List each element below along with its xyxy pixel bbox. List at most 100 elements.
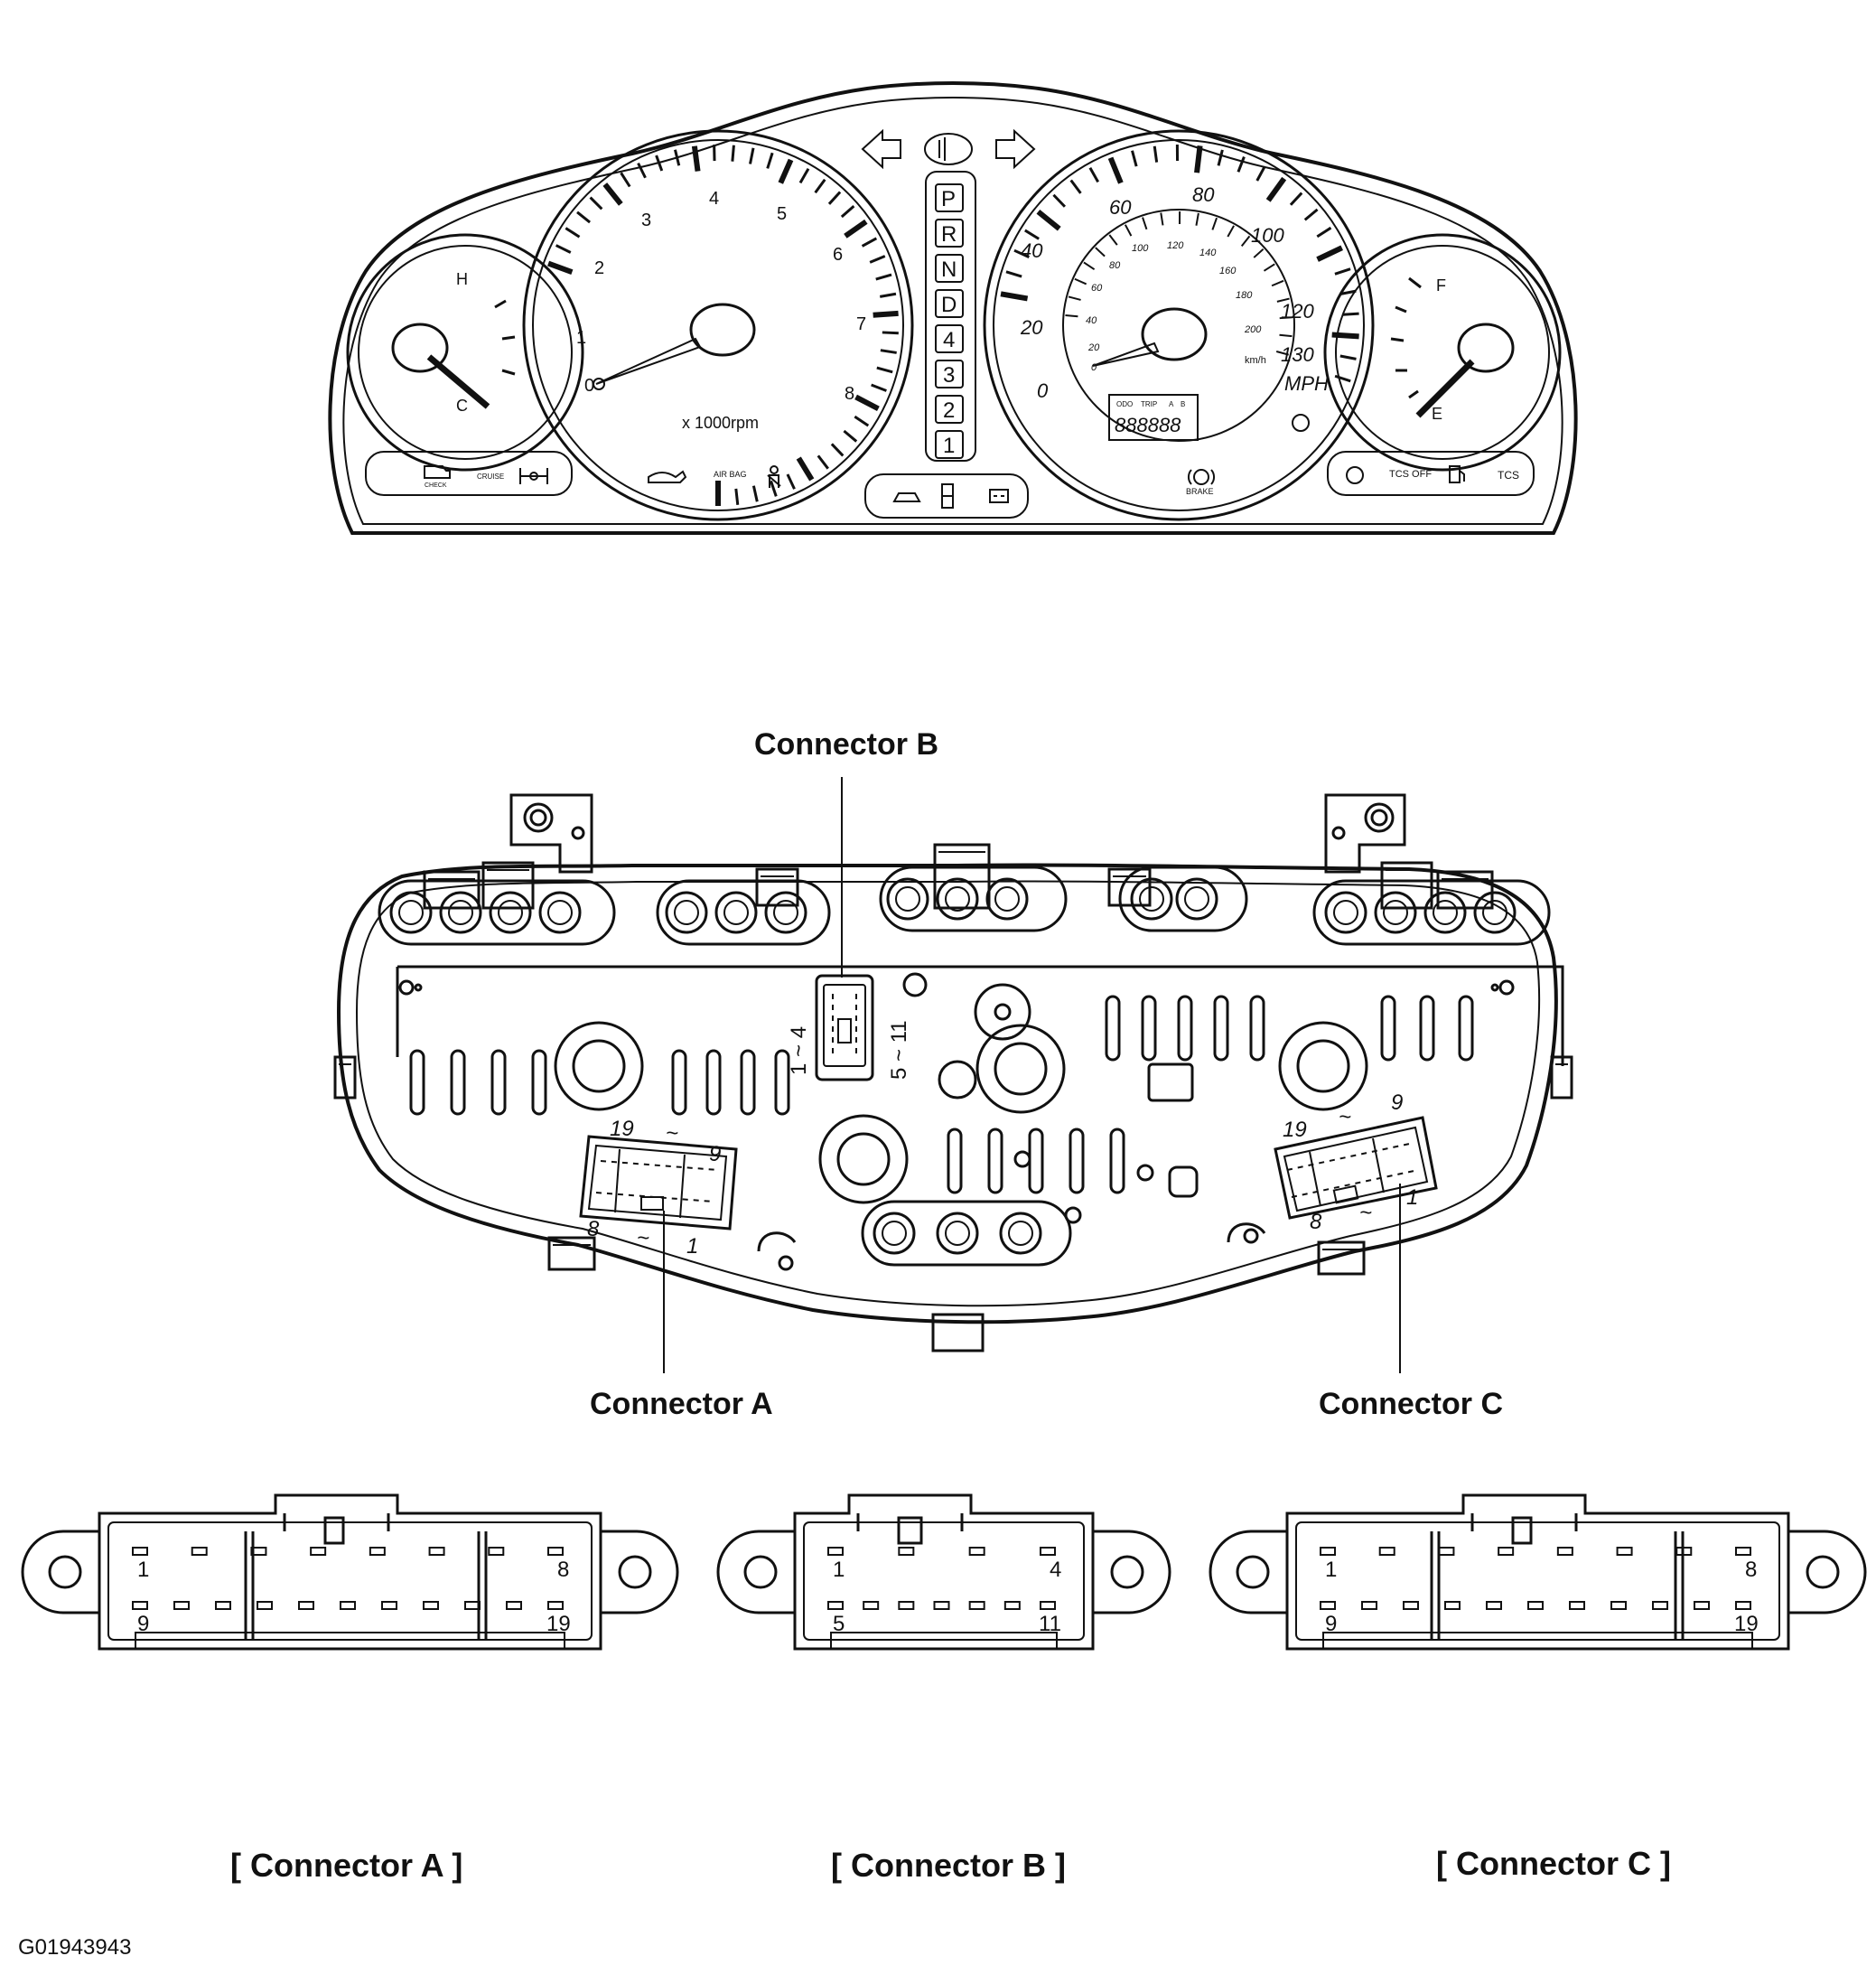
- gear-box: [935, 324, 964, 353]
- tach-unit: x 1000rpm: [682, 414, 759, 432]
- bulb-socket: [389, 891, 433, 934]
- kmh-tick: [1124, 224, 1133, 237]
- vent-slot: [671, 1049, 687, 1116]
- vent-slot: [1141, 995, 1157, 1062]
- connector-ear-right: [1788, 1530, 1867, 1614]
- center-warning-panel: [864, 473, 1029, 519]
- connector-pin: [1556, 1547, 1573, 1556]
- vent-slot: [987, 1128, 1003, 1194]
- gear-D: D: [941, 293, 957, 317]
- vent-slot: [947, 1128, 963, 1194]
- mph-tick: [1303, 208, 1319, 221]
- connector-ear-left: [716, 1530, 795, 1614]
- connector-ear-left: [1209, 1530, 1287, 1614]
- connector-pin: [827, 1601, 844, 1610]
- rear-connector-c-pin-8: 8: [1310, 1210, 1322, 1234]
- kmh-label-20: 20: [1087, 342, 1100, 353]
- mph-tick: [1339, 354, 1357, 360]
- kmh-tick: [1275, 351, 1289, 356]
- gear-1: 1: [943, 434, 955, 458]
- tach-label-7: 7: [856, 314, 866, 334]
- gear-4: 4: [943, 328, 955, 352]
- mph-tick: [1316, 226, 1332, 239]
- vent-slot: [1249, 995, 1265, 1062]
- kmh-tick: [1068, 295, 1081, 301]
- connector-latch: [1511, 1516, 1533, 1545]
- rear-housing-inner: [355, 880, 1541, 1307]
- connector-pin: [257, 1601, 273, 1610]
- tcs-label: TCS: [1498, 469, 1519, 482]
- bulb-socket-core: [1139, 886, 1164, 912]
- gear-R: R: [941, 222, 957, 247]
- gear-box: [935, 430, 964, 459]
- bulb-socket-core: [895, 886, 920, 912]
- connector-pin: [933, 1601, 950, 1610]
- tach-label-8: 8: [845, 384, 854, 404]
- battery-icon: [989, 489, 1009, 503]
- bulb-socket-core: [945, 886, 970, 912]
- mph-unit: MPH: [1284, 372, 1329, 395]
- mph-label-40: 40: [1021, 239, 1043, 262]
- high-beam-icon: [924, 133, 973, 165]
- right-warning-panel: TCS OFF TCS: [1327, 451, 1535, 496]
- connector-ear-hole: [1236, 1555, 1270, 1589]
- connector-pin: [968, 1601, 985, 1610]
- tach-tick: [880, 349, 897, 354]
- connector-pin: [898, 1547, 915, 1556]
- connector-cavity: [803, 1521, 1085, 1641]
- high-beam-indicator-icon: [519, 468, 548, 484]
- bulb-socket: [764, 891, 807, 934]
- vent-slot: [774, 1049, 790, 1116]
- bulb-socket-row: [1118, 866, 1248, 932]
- tachometer: 0 1 2 3 4 5 6 7 8 x 1000rpm AIR BAG: [522, 129, 914, 521]
- tach-tick: [589, 196, 603, 211]
- turn-signal-right-icon: [995, 128, 1036, 170]
- seatbelt-icon: [767, 465, 781, 488]
- mph-label-100: 100: [1251, 224, 1284, 247]
- cluster-rear-view: 1 ~ 4 5 ~ 11 19 ~ 9 8 ~ 1 19 ~ 9 8 ~ 1: [333, 777, 1573, 1373]
- fuel-empty-label: E: [1432, 405, 1442, 423]
- mph-label-80: 80: [1192, 183, 1215, 206]
- vent-slot: [1177, 995, 1193, 1062]
- tach-tick: [827, 191, 842, 205]
- check-label: CHECK: [425, 482, 447, 489]
- connector-pin: [547, 1547, 564, 1556]
- connector-pin: [381, 1601, 397, 1610]
- mph-label-60: 60: [1109, 196, 1132, 219]
- connector-pin: [506, 1601, 522, 1610]
- connector-pin: [1320, 1601, 1336, 1610]
- tach-tick: [871, 383, 887, 392]
- mounting-tab-left: [509, 793, 593, 874]
- connector-pin: [547, 1601, 564, 1610]
- mounting-clip: [931, 1313, 985, 1352]
- bulb-socket-core: [398, 900, 424, 925]
- connector-a-label: Connector A: [590, 1387, 773, 1421]
- tach-label-0: 0: [584, 376, 594, 396]
- bulb-socket-row: [879, 866, 1068, 932]
- vent-slot: [531, 1049, 547, 1116]
- kmh-label-80: 80: [1109, 260, 1121, 271]
- connector-pin: [827, 1547, 844, 1556]
- cluster-inner-rim: [342, 97, 1563, 525]
- mph-tick: [1131, 150, 1138, 167]
- rear-connector-a-pin-9: 9: [709, 1142, 721, 1166]
- tach-tick: [786, 473, 796, 490]
- connector-pin-label: 1: [1325, 1558, 1337, 1582]
- connector-pin: [310, 1547, 327, 1556]
- connector-pin: [173, 1601, 190, 1610]
- connector-pin: [1403, 1601, 1419, 1610]
- bulb-socket-core: [1184, 886, 1209, 912]
- bulb-socket: [936, 1212, 979, 1255]
- tach-tick: [854, 415, 870, 427]
- tach-label-3: 3: [641, 211, 651, 230]
- kmh-tick: [1108, 234, 1118, 246]
- kmh-tick: [1083, 261, 1096, 271]
- tach-tick: [691, 145, 701, 172]
- connector-pin: [1444, 1601, 1461, 1610]
- vent-slot: [1419, 995, 1435, 1062]
- tach-tick: [879, 292, 897, 298]
- connector-ear-right: [601, 1530, 679, 1614]
- kmh-tick: [1276, 297, 1290, 303]
